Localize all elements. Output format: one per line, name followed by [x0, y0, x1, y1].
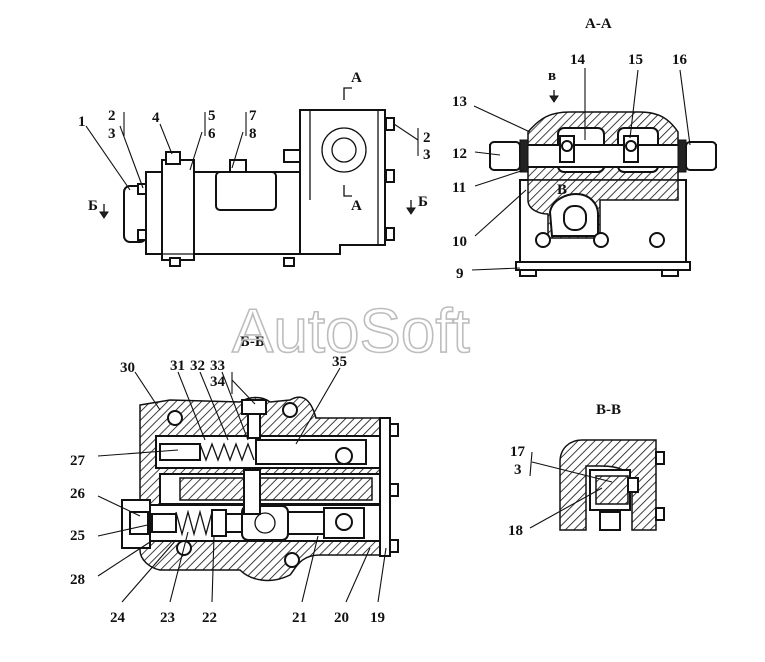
callout-30: 30 — [120, 360, 135, 376]
cut-mark-b-right: Б — [418, 194, 428, 210]
section-title-vv: В-В — [596, 402, 621, 418]
callout-18: 18 — [508, 523, 523, 539]
callout-19: 19 — [370, 610, 385, 626]
callout-3: 3 — [108, 126, 116, 142]
callout-26: 26 — [70, 486, 86, 502]
callout-2: 2 — [108, 108, 116, 124]
callout-23: 23 — [160, 610, 175, 626]
section-title-bb: Б-Б — [240, 334, 265, 350]
cut-mark-a-bottom: А — [351, 198, 362, 214]
callout-8: 8 — [249, 126, 257, 142]
callout-11: 11 — [452, 180, 466, 196]
cut-mark-v-inner: В — [557, 182, 567, 198]
callout-3-right: 3 — [423, 147, 431, 163]
section-vv — [529, 439, 665, 531]
callout-10: 10 — [452, 234, 467, 250]
callout-9: 9 — [456, 266, 464, 282]
callout-35: 35 — [332, 354, 347, 370]
callout-1: 1 — [78, 114, 86, 130]
watermark-text: AutoSoft — [232, 297, 470, 366]
callout-33: 33 — [210, 358, 225, 374]
callout-22: 22 — [202, 610, 217, 626]
callout-5: 5 — [208, 108, 216, 124]
callout-21: 21 — [292, 610, 307, 626]
callout-32: 32 — [190, 358, 205, 374]
callout-3-vv: 3 — [514, 462, 522, 478]
callout-16: 16 — [672, 52, 688, 68]
callout-7: 7 — [249, 108, 257, 124]
section-bb — [97, 367, 399, 603]
section-titles: А-А Б-Б В-В — [240, 16, 621, 418]
section-title-aa: А-А — [585, 16, 612, 32]
cut-mark-b-left: Б — [88, 198, 98, 214]
callout-28: 28 — [70, 572, 85, 588]
front-view — [85, 87, 419, 267]
callout-labels: 1 2 3 4 5 6 7 8 2 3 9 10 11 12 13 14 15 … — [70, 52, 688, 626]
cut-mark-a-top: А — [351, 70, 362, 86]
cut-mark-v-top: в — [548, 68, 556, 84]
callout-12: 12 — [452, 146, 467, 162]
callout-25: 25 — [70, 528, 85, 544]
callout-15: 15 — [628, 52, 643, 68]
callout-31: 31 — [170, 358, 185, 374]
callout-24: 24 — [110, 610, 126, 626]
callout-4: 4 — [152, 110, 160, 126]
callout-2-right: 2 — [423, 130, 431, 146]
callout-34: 34 — [210, 374, 226, 390]
callout-27: 27 — [70, 453, 86, 469]
callout-20: 20 — [334, 610, 349, 626]
callout-13: 13 — [452, 94, 467, 110]
cut-marks: А А Б Б в В — [88, 68, 567, 214]
callout-14: 14 — [570, 52, 586, 68]
callout-6: 6 — [208, 126, 216, 142]
callout-17: 17 — [510, 444, 526, 460]
section-aa — [471, 68, 717, 277]
